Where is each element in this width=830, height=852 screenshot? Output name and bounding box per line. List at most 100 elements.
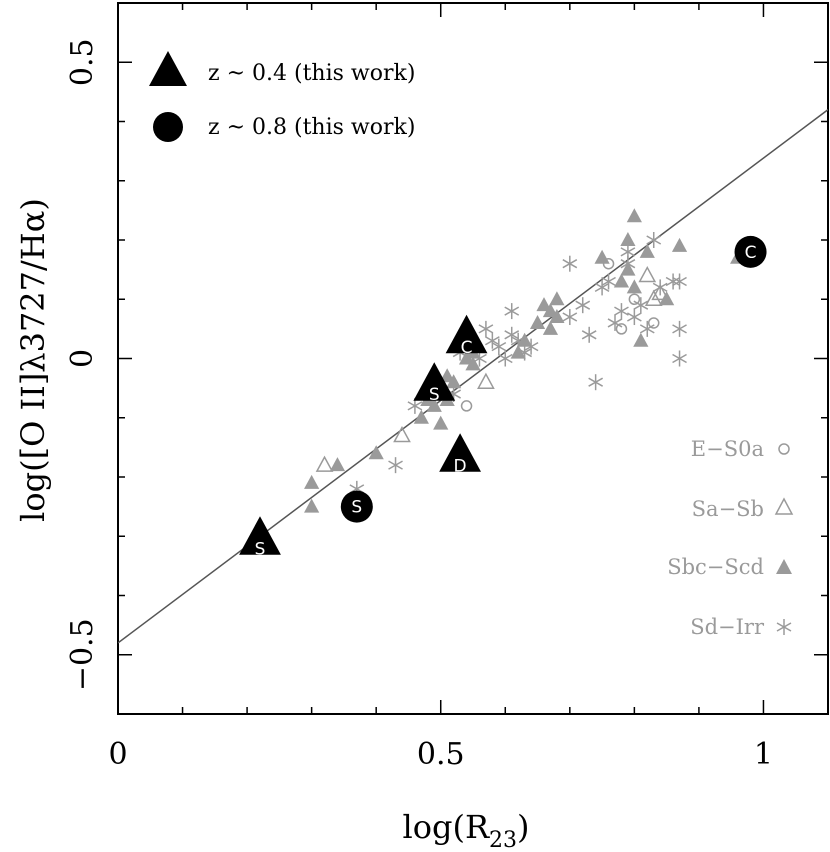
sd-irr-point (510, 332, 526, 349)
e-s0a-point (615, 323, 628, 335)
sa-sb-point (638, 265, 657, 283)
legend-label-sd-irr: Sd−Irr (690, 615, 765, 639)
sa-sb-point (477, 372, 495, 389)
svg-text:S: S (351, 498, 362, 518)
sd-irr-point (388, 457, 403, 474)
sd-irr-point (478, 320, 494, 337)
svg-text:S: S (255, 539, 266, 559)
sbc-scd-point (549, 291, 565, 306)
sd-irr-point (562, 309, 578, 326)
z08-point: C (734, 235, 767, 268)
e-s0a-point (602, 257, 615, 270)
legend-open-triangle-marker (774, 497, 794, 515)
sd-irr-point (614, 303, 629, 320)
sd-irr-point (601, 273, 616, 290)
sbc-scd-point (413, 409, 429, 424)
sbc-scd-point (368, 445, 384, 460)
z04-point: C (445, 314, 488, 358)
sbc-scd-point (626, 279, 642, 294)
sbc-scd-point (529, 314, 546, 329)
z04-point: D (439, 433, 481, 476)
y-axis-title: log([O II]λ3727/Hα) (14, 198, 52, 522)
sbc-scd-point (613, 273, 630, 288)
sd-irr-point (633, 297, 649, 314)
y-tick-label: 0 (65, 349, 100, 368)
svg-text:C: C (461, 338, 473, 358)
e-s0a-point (628, 293, 641, 305)
svg-text:C: C (745, 243, 757, 263)
sd-irr-point (581, 326, 597, 343)
sbc-scd-point (542, 303, 559, 318)
x-axis-title: log(R23) (402, 808, 529, 852)
e-s0a-point (647, 317, 660, 329)
sd-irr-point (504, 326, 520, 343)
sbc-scd-point (304, 474, 320, 489)
sd-irr-point (497, 350, 513, 367)
legend-morphology: E−S0a Sa−Sb Sbc−Scd Sd−Irr (667, 437, 794, 639)
tick-labels: 0 0.5 1 −0.5 0 0.5 (65, 38, 773, 772)
sa-sb-point (315, 455, 334, 472)
legend-filled-triangle-marker (776, 559, 792, 574)
sd-irr-point (484, 332, 500, 349)
legend-circle-marker (153, 112, 183, 142)
x-tick-label: 0.5 (417, 737, 465, 772)
sbc-scd-point (671, 237, 688, 252)
sd-irr-point (639, 320, 655, 337)
sbc-scd-point (304, 498, 320, 513)
sbc-scd-point (633, 332, 649, 347)
legend-triangle-marker (149, 51, 187, 86)
z04-point: S (413, 362, 456, 405)
sd-irr-point (594, 279, 610, 296)
sbc-scd-point (465, 356, 481, 371)
sd-irr-point (607, 314, 623, 331)
sa-sb-point (644, 289, 663, 306)
sbc-scd-point (594, 249, 610, 264)
y-tick-label: 0.5 (65, 38, 100, 86)
sbc-scd-point (626, 208, 642, 223)
y-tick-label: −0.5 (65, 618, 100, 691)
sd-irr-point (517, 344, 533, 361)
sbc-scd-point (620, 232, 636, 246)
sbc-scd-point (517, 332, 533, 347)
axis-ticks (117, 3, 829, 714)
sd-irr-point (620, 243, 636, 260)
e-s0a-point (460, 400, 473, 412)
svg-text:D: D (454, 456, 467, 476)
sd-irr-point (575, 297, 591, 314)
legend-open-circle-marker (778, 443, 790, 455)
sa-sb-point (393, 425, 411, 443)
sd-irr-point (672, 350, 687, 367)
sd-irr-point (523, 338, 539, 355)
sbc-scd-point (510, 344, 526, 359)
svg-text:S: S (429, 385, 440, 405)
legend-top: z ~ 0.4 (this work) z ~ 0.8 (this work) (149, 51, 415, 142)
legend-label-z04: z ~ 0.4 (this work) (208, 61, 415, 86)
sbc-scd-point (536, 297, 552, 312)
sbc-scd-point (426, 397, 442, 412)
fit-line (118, 109, 828, 644)
legend-asterisk-marker (776, 619, 792, 635)
legend-label-e-s0a: E−S0a (691, 437, 764, 461)
sd-irr-point (672, 320, 687, 337)
legend-label-sa-sb: Sa−Sb (692, 497, 764, 521)
legend-label-z08: z ~ 0.8 (this work) (208, 115, 415, 140)
sd-irr-point (626, 309, 642, 326)
sd-irr-point (665, 273, 681, 290)
x-tick-label: 0 (108, 737, 127, 772)
sd-irr-point (652, 279, 668, 296)
z04-point: S (239, 516, 281, 559)
sbc-scd-point (439, 368, 455, 383)
sd-irr-point (491, 338, 507, 355)
x-tick-label: 1 (754, 737, 773, 772)
sd-irr-point (646, 232, 662, 248)
data-markers: S S C D S C (239, 208, 767, 559)
sbc-scd-point (329, 457, 346, 472)
sd-irr-point (672, 273, 687, 290)
sd-irr-point (562, 255, 578, 272)
sbc-scd-point (542, 320, 559, 335)
sd-irr-point (504, 303, 520, 320)
sbc-scd-point (433, 415, 449, 430)
legend-label-sbc-scd: Sbc−Scd (667, 555, 764, 579)
sd-irr-point (588, 374, 604, 391)
